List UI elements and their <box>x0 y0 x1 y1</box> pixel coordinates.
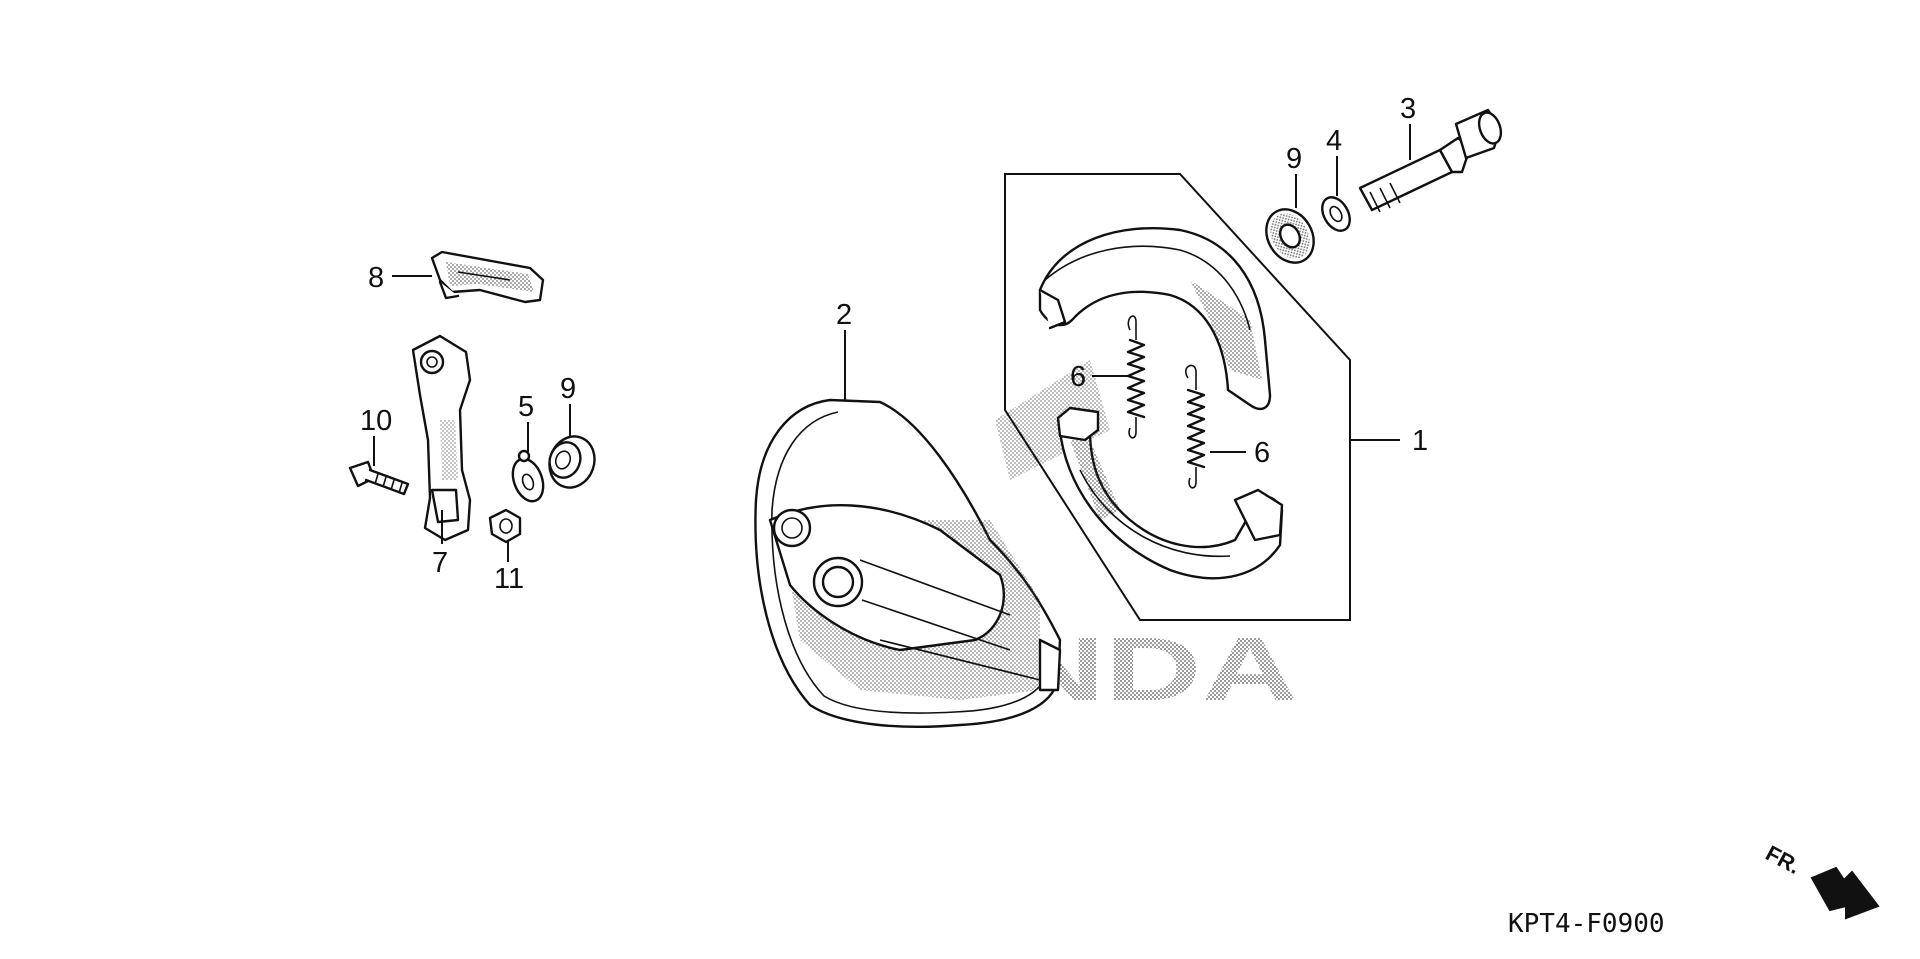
part-8-bracket <box>430 250 545 304</box>
part-5-indicator-plate <box>511 449 545 503</box>
callout-8: 8 <box>368 262 384 294</box>
part-6-spring-lower <box>1185 364 1206 489</box>
callout-6-upper: 6 <box>1070 361 1086 393</box>
direction-label: FR. <box>1762 840 1805 879</box>
front-arrow-icon <box>1810 866 1880 920</box>
callout-labels: 3 4 9 2 1 6 6 8 10 5 9 7 11 <box>360 93 1428 595</box>
callout-4: 4 <box>1326 125 1342 157</box>
callout-2: 2 <box>836 299 852 331</box>
callout-7: 7 <box>432 547 448 579</box>
part-2-brake-panel <box>754 398 1062 729</box>
callout-11: 11 <box>494 563 524 595</box>
callout-9-left: 9 <box>560 373 576 405</box>
callout-9-right: 9 <box>1286 143 1302 175</box>
diagram-code: KPT4-F0900 <box>1508 909 1665 939</box>
callout-5: 5 <box>518 391 534 423</box>
part-6-spring-upper <box>1126 315 1146 439</box>
brake-shoe-lower <box>1056 406 1284 580</box>
callout-3: 3 <box>1400 93 1416 125</box>
part-1-assembly-box <box>1004 173 1351 621</box>
part-4-washer <box>1321 196 1351 232</box>
part-7-brake-arm <box>411 334 472 542</box>
callout-10: 10 <box>360 405 392 437</box>
part-10-bolt <box>348 460 410 496</box>
front-direction-indicator: FR. <box>1762 840 1880 920</box>
part-9-seal-right <box>1265 208 1315 264</box>
part-9-seal-left <box>548 435 596 489</box>
leader-lines <box>373 124 1411 562</box>
callout-1: 1 <box>1412 425 1428 457</box>
part-11-nut <box>488 508 522 544</box>
brake-shoe-upper <box>1038 226 1272 411</box>
callout-6-lower: 6 <box>1254 437 1270 469</box>
part-3-cam <box>1358 108 1503 213</box>
